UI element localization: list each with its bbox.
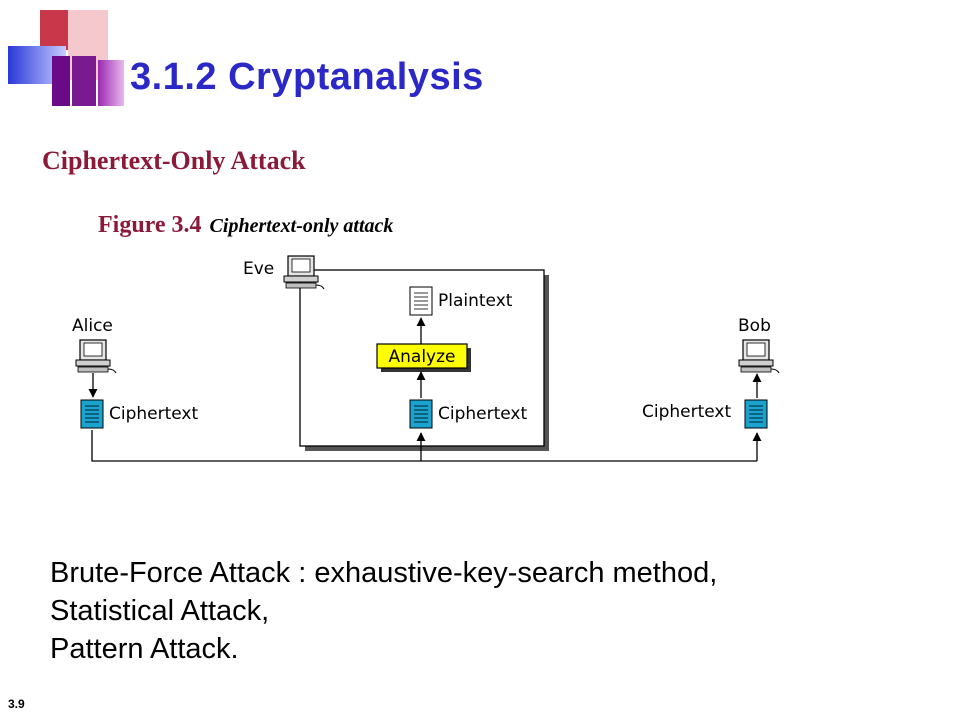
eve-label: Eve: [243, 259, 274, 279]
bob-label: Bob: [738, 316, 771, 336]
analyze-box: [376, 343, 468, 369]
attack-item-brute-force: Brute-Force Attack : exhaustive-key-sear…: [50, 557, 718, 589]
bob-computer-icon: [738, 339, 780, 374]
plaintext-icon: [409, 286, 433, 316]
eve-ciphertext-label: Ciphertext: [438, 404, 527, 424]
analyze-label: Analyze: [389, 347, 456, 367]
deco-square-purple-1: [52, 56, 70, 106]
figure-number: Figure 3.4: [98, 212, 202, 238]
slide-title: 3.1.2 Cryptanalysis: [130, 56, 484, 98]
alice-label: Alice: [72, 316, 113, 336]
channel-line: [91, 430, 757, 462]
deco-square-purple-2: [72, 56, 96, 106]
alice-ciphertext-label: Ciphertext: [109, 404, 198, 424]
deco-square-purple-3: [98, 60, 124, 106]
eve-ciphertext-icon: [409, 399, 433, 429]
bob-ciphertext-label: Ciphertext: [642, 402, 731, 422]
bob-ciphertext-icon: [744, 399, 768, 429]
attack-list: Brute-Force Attack : exhaustive-key-sear…: [50, 554, 717, 668]
attack-item-pattern: Pattern Attack.: [50, 633, 239, 665]
figure-title: Ciphertext-only attack: [209, 215, 394, 237]
corner-decoration: [0, 0, 150, 110]
slide-subtitle: Ciphertext-Only Attack: [42, 146, 306, 175]
figure-caption: Figure 3.4 Ciphertext-only attack: [98, 212, 393, 239]
slide-number: 3.9: [8, 697, 25, 711]
alice-computer-icon: [75, 339, 117, 374]
attack-item-statistical: Statistical Attack,: [50, 595, 270, 627]
deco-square-red: [40, 10, 68, 50]
plaintext-label: Plaintext: [438, 291, 513, 311]
alice-ciphertext-icon: [80, 399, 104, 429]
